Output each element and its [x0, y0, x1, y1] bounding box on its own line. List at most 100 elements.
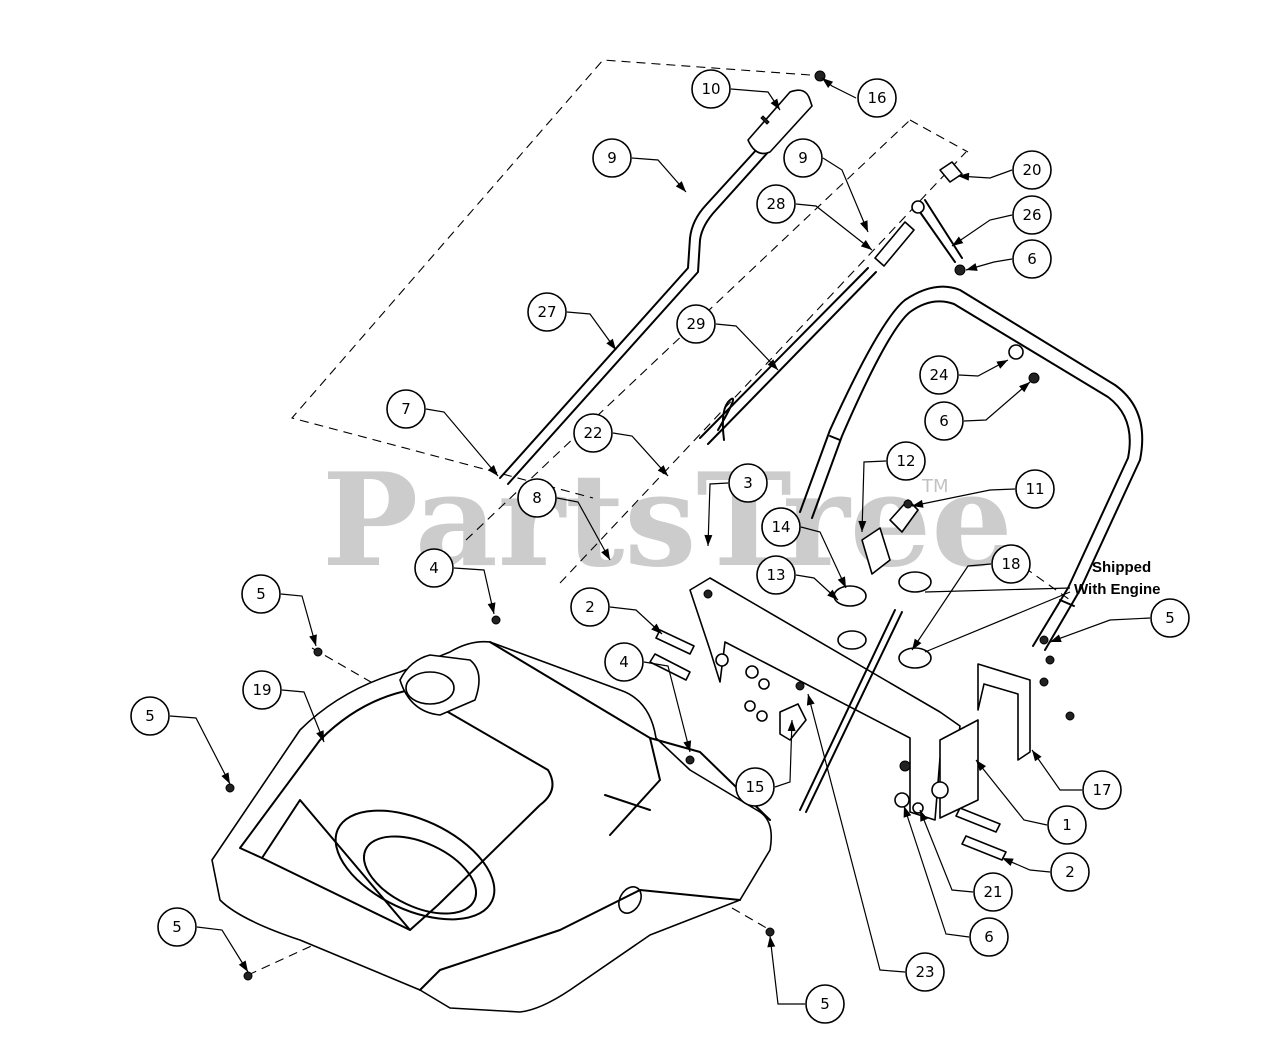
- callout-circle: [728, 463, 768, 503]
- callout-bubble: 23: [905, 952, 945, 992]
- callout-bubble: 5: [241, 574, 281, 614]
- leader-arrow-c17: [912, 499, 924, 508]
- callout-circle: [527, 292, 567, 332]
- callout-number: 5: [172, 918, 182, 936]
- callout-circle: [919, 355, 959, 395]
- callout-bubble: 3: [728, 463, 768, 503]
- leader-arrow-c11: [996, 360, 1008, 369]
- callout-circle: [157, 907, 197, 947]
- callout-bubble: 6: [924, 401, 964, 441]
- callout-circle: [573, 413, 613, 453]
- leader-line-c7: [951, 214, 1013, 247]
- callout-number: 6: [1027, 250, 1037, 268]
- leader-arrow-c12: [1019, 382, 1030, 393]
- callout-number: 13: [766, 566, 785, 584]
- link-assembly: [911, 161, 966, 276]
- callout-number: 29: [686, 315, 705, 333]
- leader-arrow-c32: [1002, 858, 1014, 867]
- callout-circle: [1082, 770, 1122, 810]
- upper-handle-rod: [499, 147, 771, 485]
- callout-circle: [756, 184, 796, 224]
- callout-number: 6: [984, 928, 994, 946]
- callout-circle: [604, 642, 644, 682]
- note-leaders: [924, 587, 1071, 653]
- callout-circle: [1150, 598, 1190, 638]
- shroud-screws: [225, 589, 1075, 981]
- leader-arrow-c25: [309, 634, 317, 646]
- leader-line-c25: [280, 593, 317, 647]
- callout-circle: [1047, 805, 1087, 845]
- leader-line-c15: [861, 460, 887, 533]
- leader-line-c30: [1031, 749, 1082, 791]
- callout-bubble: 21: [973, 872, 1013, 912]
- callout-number: 5: [820, 995, 830, 1013]
- callout-bubble: 15: [735, 767, 775, 807]
- leader-arrow-c13: [487, 465, 498, 476]
- callout-number: 4: [619, 653, 629, 671]
- callout-bubble: 9: [592, 138, 632, 178]
- callout-number: 4: [429, 559, 439, 577]
- callout-number: 28: [766, 195, 785, 213]
- upper-link: [874, 221, 915, 267]
- leader-line-c26: [281, 689, 325, 743]
- callout-circle: [241, 574, 281, 614]
- leader-arrow-c30: [1032, 750, 1042, 762]
- leader-line-c14: [612, 432, 669, 477]
- callout-bubble: 10: [691, 69, 731, 109]
- callout-number: 1: [1062, 816, 1072, 834]
- handle-hardware: [1008, 344, 1040, 384]
- leader-arrow-c8: [966, 263, 978, 271]
- callout-circle: [924, 401, 964, 441]
- leader-line-c9: [566, 311, 617, 351]
- leader-line-c29: [774, 719, 793, 788]
- callout-number: 10: [701, 80, 720, 98]
- callout-number: 24: [929, 366, 948, 384]
- carriage-bolts: [649, 629, 1007, 861]
- callout-bubble: 12: [886, 441, 926, 481]
- callout-number: 17: [1092, 781, 1111, 799]
- leader-arrow-c28: [221, 772, 230, 784]
- callout-number: 20: [1022, 161, 1041, 179]
- callout-circle: [386, 389, 426, 429]
- callout-circle: [756, 555, 796, 595]
- leader-line-c20: [453, 567, 495, 615]
- callout-number: 26: [1022, 206, 1041, 224]
- engine-shroud: [211, 640, 773, 1013]
- leader-line-c4: [822, 157, 869, 233]
- control-panel-bracket: [689, 571, 961, 821]
- callout-bubble: 9: [783, 138, 823, 178]
- leader-arrow-c5: [958, 172, 970, 181]
- callout-number: 9: [798, 149, 808, 167]
- leader-arrow-c29: [787, 720, 796, 732]
- leader-arrow-c3: [675, 181, 686, 192]
- callout-circle: [130, 696, 170, 736]
- callout-number: 2: [1065, 863, 1075, 881]
- fuel-valve: [779, 681, 807, 741]
- control-rod: [699, 267, 877, 445]
- callout-bubble: 6: [1012, 239, 1052, 279]
- key-switch: [861, 499, 919, 575]
- leader-arrow-c31: [976, 760, 986, 772]
- callout-bubble: 5: [805, 984, 845, 1024]
- callout-bubble: 6: [969, 917, 1009, 957]
- leader-arrow-c1: [770, 98, 780, 110]
- callout-number: 15: [745, 778, 764, 796]
- handle-grip: [747, 70, 826, 155]
- leader-line-c24: [609, 606, 663, 635]
- callout-bubble: 26: [1012, 195, 1052, 235]
- callout-circle: [1012, 239, 1052, 279]
- leader-line-c23: [1049, 617, 1151, 643]
- main-handle: [799, 285, 1144, 651]
- callout-circle: [1015, 469, 1055, 509]
- leader-arrow-c34: [903, 806, 912, 818]
- leader-line-c12: [963, 381, 1031, 422]
- callout-number: 21: [983, 883, 1002, 901]
- callout-bubble: 4: [604, 642, 644, 682]
- leader-arrow-c33: [920, 810, 928, 822]
- leader-line-c17: [911, 488, 1016, 507]
- callout-bubble: 2: [570, 587, 610, 627]
- callout-bubble: 1: [1047, 805, 1087, 845]
- callout-bubble: 14: [761, 507, 801, 547]
- leader-arrow-c6: [860, 240, 872, 250]
